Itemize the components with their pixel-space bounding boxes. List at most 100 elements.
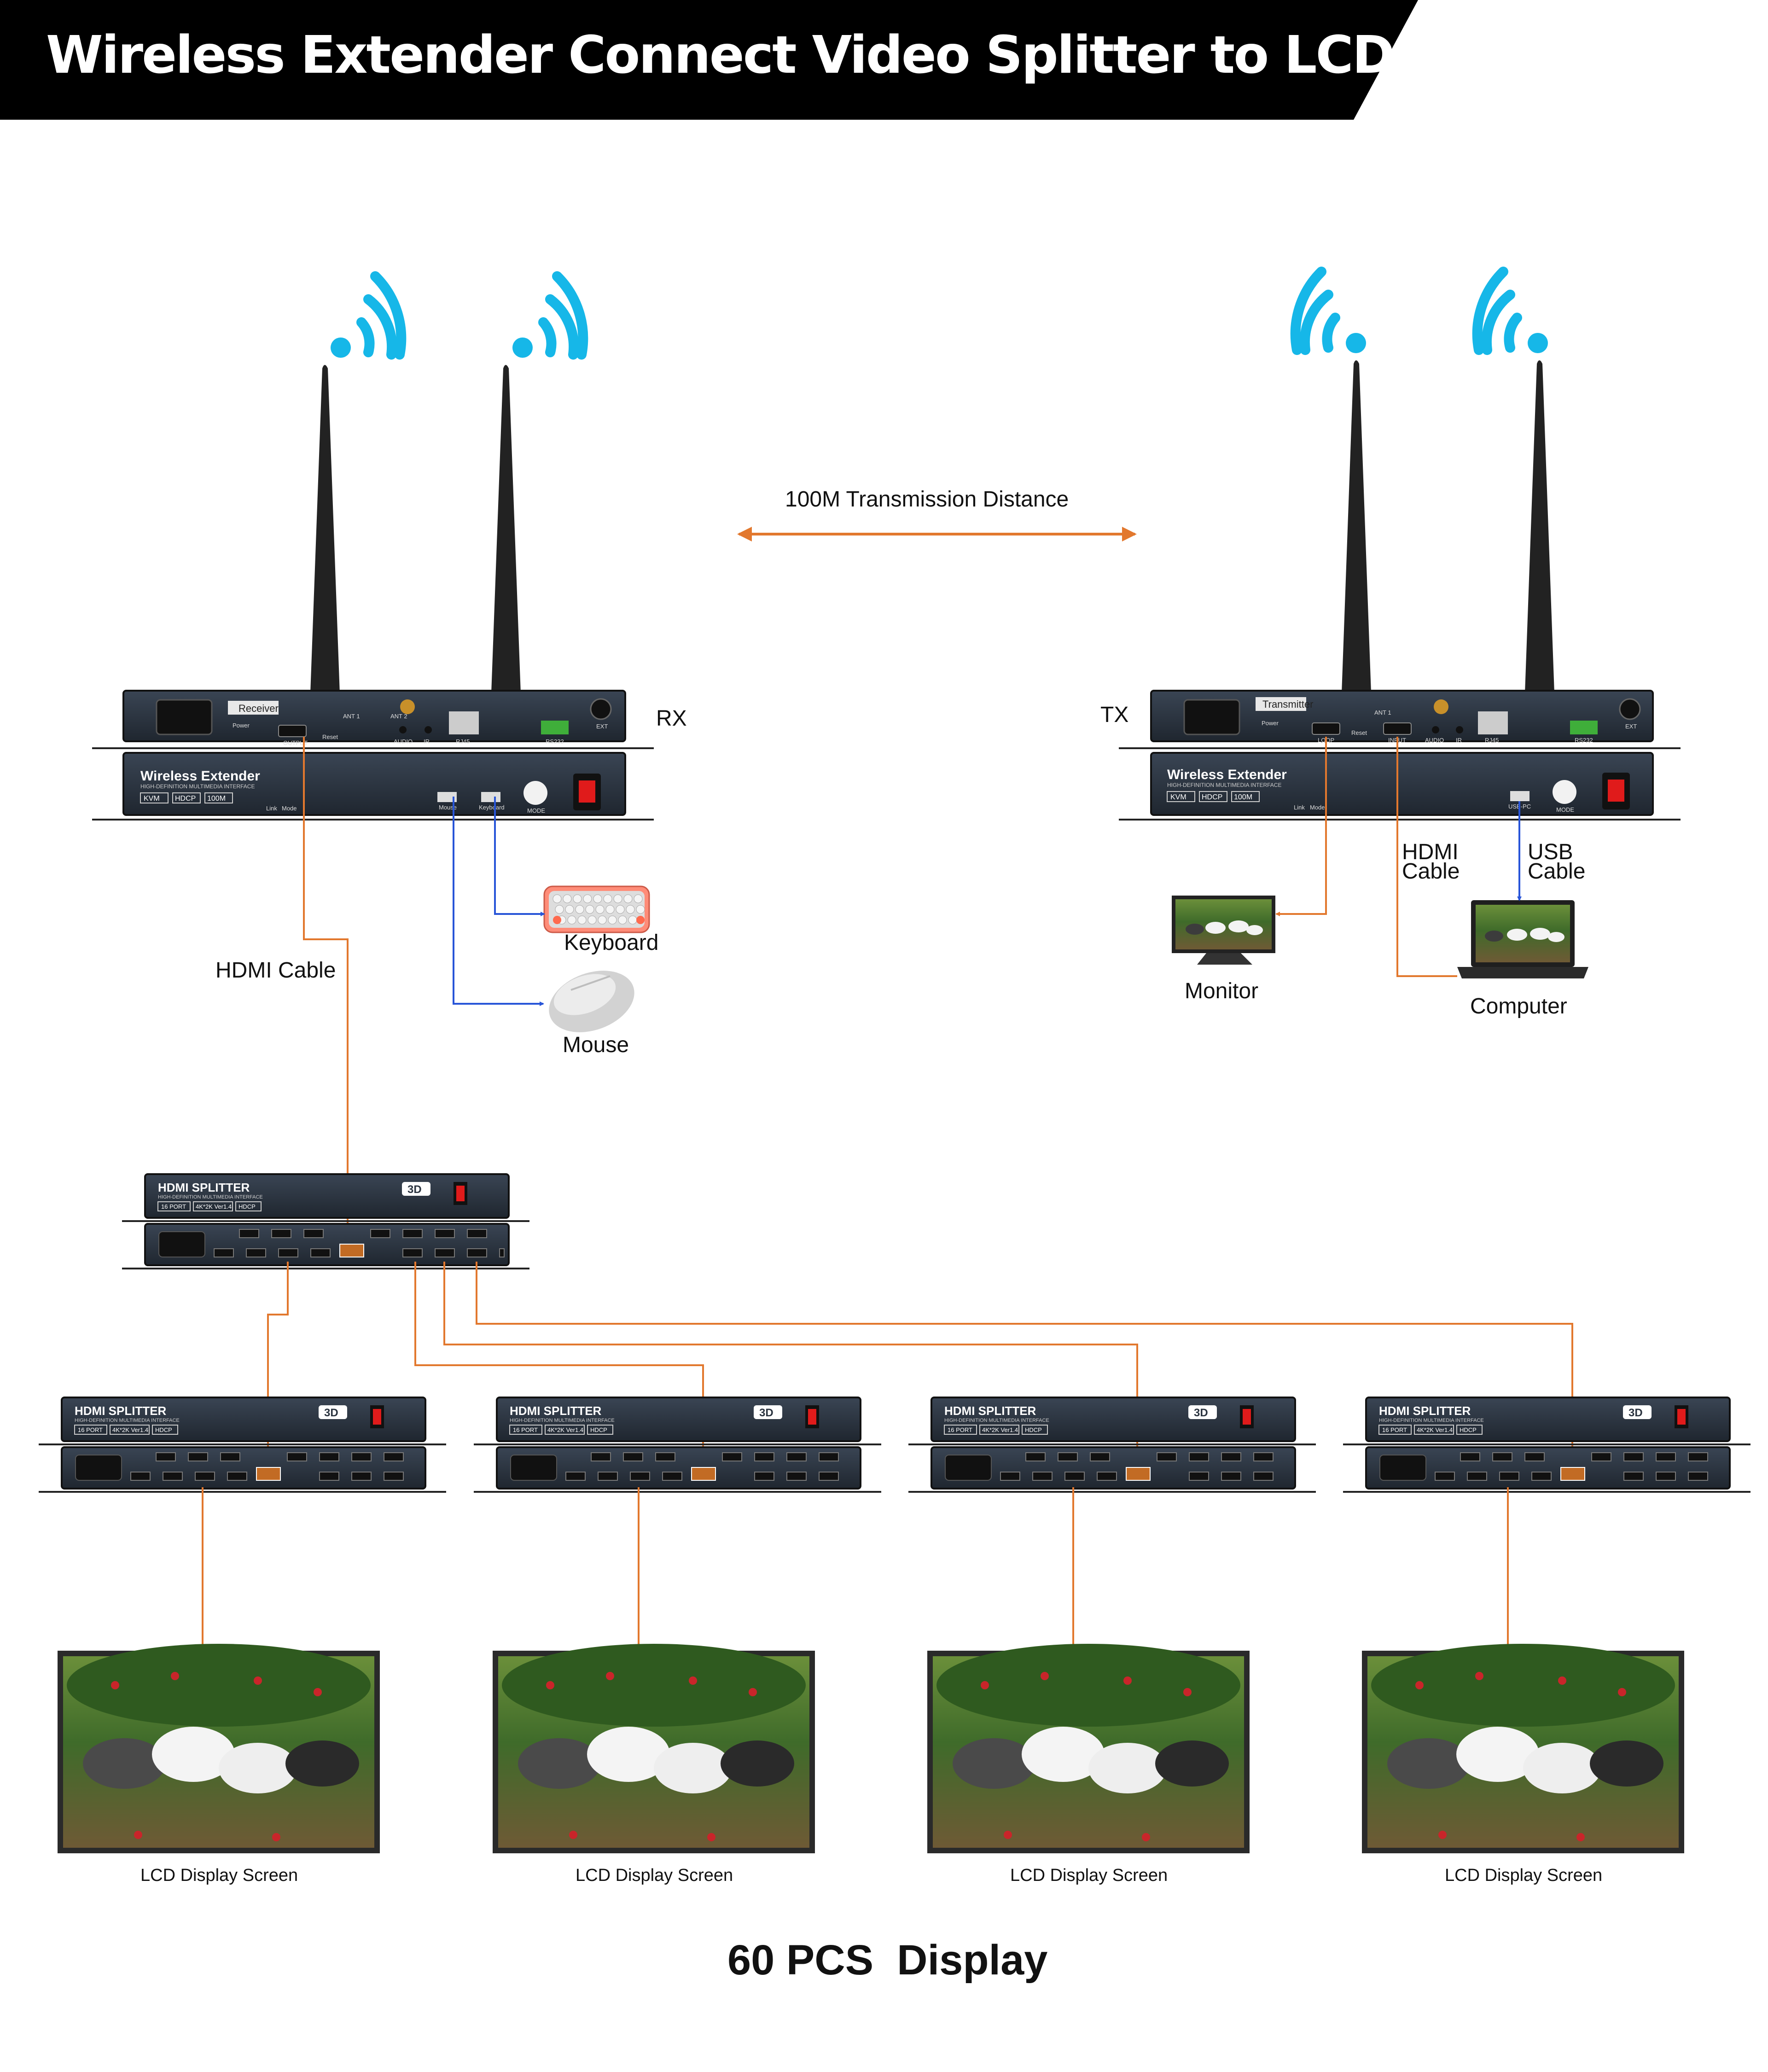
splitter-subtitle: HIGH-DEFINITION MULTIMEDIA INTERFACE [75,1418,180,1423]
rx-device [92,690,654,821]
splitter-subtitle: HIGH-DEFINITION MULTIMEDIA INTERFACE [510,1418,615,1423]
tx-panel-label: Transmitter [1262,698,1313,710]
monitor-icon [1172,896,1275,965]
monitor-label: Monitor [1185,979,1259,1003]
splitter-badge: 4K*2K Ver1.4 [196,1203,232,1210]
wifi-icon [512,271,588,360]
wifi-icon [1472,267,1548,355]
splitter-subtitle: HIGH-DEFINITION MULTIMEDIA INTERFACE [944,1418,1049,1423]
port-label: IR [424,738,430,745]
sub-splitter: HDMI SPLITTER HIGH-DEFINITION MULTIMEDIA… [1343,1397,1751,1493]
rx-front-title: Wireless Extender [140,768,260,784]
port-label: Power [233,722,250,729]
front-label: MODE [527,807,545,814]
port-label: EXT [1625,723,1637,730]
sub-splitter: HDMI SPLITTER HIGH-DEFINITION MULTIMEDIA… [39,1397,446,1493]
splitter-badge: 4K*2K Ver1.4 [1417,1426,1453,1433]
main-splitter [122,1173,529,1269]
tx-usb-cable-label-line1: USB [1528,840,1573,864]
computer-hdmi-cable [1396,737,1457,977]
splitter-badge: 16 PORT [513,1426,538,1433]
tx-port-labels: Power LOOP Reset INPUT ANT 1 AUDIO IR RJ… [1262,709,1637,744]
lcd-display-screen [493,1644,815,1853]
lcd-screen-label: LCD Display Screen [576,1866,733,1885]
splitter-badge: 4K*2K Ver1.4 [547,1426,583,1433]
splitter-badge: HDCP [155,1426,172,1433]
port-label: ANT 2 [390,713,407,720]
front-label: Mode [1310,804,1325,811]
tx-usb-cable-label-line2: Cable [1528,859,1586,884]
splitter-badge: HDCP [590,1426,607,1433]
splitter-badge: 16 PORT [78,1426,103,1433]
port-label: AUDIO [394,738,413,745]
splitter-title: HDMI SPLITTER [944,1404,1036,1418]
rx-front-subtitle: HIGH-DEFINITION MULTIMEDIA INTERFACE [140,783,255,790]
front-label: Mode [282,805,297,812]
tx-badges: KVM HDCP 100M [1167,791,1260,802]
sub-splitter: HDMI SPLITTER HIGH-DEFINITION MULTIMEDIA… [908,1397,1316,1493]
rx-badge: KVM [144,795,160,803]
sub-splitter: HDMI SPLITTER HIGH-DEFINITION MULTIMEDIA… [474,1397,881,1493]
port-label: RS232 [1575,737,1593,744]
tx-hdmi-cable-label-line2: Cable [1402,859,1460,884]
transmission-distance-label: 100M Transmission Distance [785,487,1069,512]
splitter-title: HDMI SPLITTER [1379,1404,1471,1418]
tx-antenna [1341,360,1372,718]
lcd-screen-label: LCD Display Screen [1010,1866,1168,1885]
port-label: EXT [596,723,608,730]
splitter-title: HDMI SPLITTER [75,1404,167,1418]
splitter-3d-logo: 3D [324,1407,338,1419]
splitter-badge: 4K*2K Ver1.4 [982,1426,1018,1433]
splitter-3d-logo: 3D [759,1407,774,1419]
splitter-badge: 4K*2K Ver1.4 [112,1426,148,1433]
front-label: Link [1294,804,1305,811]
port-label: RJ45 [1485,737,1499,744]
front-label: MODE [1556,806,1574,813]
port-label: IR [1456,737,1462,744]
tx-device [1119,690,1681,821]
tx-front-title: Wireless Extender [1167,767,1287,782]
port-label: RJ45 [456,738,470,745]
lcd-screen-label: LCD Display Screen [1445,1866,1603,1885]
port-label: Reset [322,733,338,740]
splitter-3d-logo: 3D [1628,1407,1643,1419]
mouse-icon [549,971,634,1032]
mouse-label: Mouse [563,1033,629,1057]
port-label: OUTPUT [283,739,308,746]
splitter-title: HDMI SPLITTER [158,1181,250,1194]
splitter-subtitle: HIGH-DEFINITION MULTIMEDIA INTERFACE [1379,1418,1484,1423]
splitter-badge: HDCP [1460,1426,1477,1433]
keyboard-icon [543,885,650,933]
keyboard-cable [494,797,545,916]
port-label: RS232 [546,738,564,745]
lcd-display-screen [927,1644,1250,1853]
tx-antenna [1524,360,1555,718]
port-label: AUDIO [1425,737,1444,744]
rx-port-labels: Power OUTPUT Reset ANT 1 ANT 2 AUDIO IR … [233,713,608,746]
tx-badge: 100M [1234,793,1252,801]
rx-badge: 100M [207,795,226,803]
rx-badge: HDCP [175,795,196,803]
wifi-icon [331,271,407,360]
lcd-display-screen [58,1644,380,1853]
lcd-screen-label: LCD Display Screen [140,1866,298,1885]
splitter-title: HDMI SPLITTER [510,1404,602,1418]
splitter-3d-logo: 3D [1194,1407,1208,1419]
computer-label: Computer [1470,994,1567,1019]
wifi-icon [1290,267,1366,355]
splitter-badges: 16 PORT 4K*2K Ver1.4 HDCP [157,1201,262,1211]
rx-panel-label: Receiver [238,703,279,714]
front-label: Mouse [439,804,457,811]
lcd-display-screen [1362,1644,1684,1853]
splitter-badge: HDCP [238,1203,256,1210]
display-count-footer: 60 PCS Display [727,1937,1048,1984]
rx-antenna [490,365,522,718]
rx-hdmi-cable [303,737,349,1250]
front-label: Link [266,805,277,812]
rx-antenna [309,365,341,718]
keyboard-label: Keyboard [564,931,659,955]
mouse-cable [453,797,544,1006]
rx-tag: RX [656,706,687,731]
tx-badge: HDCP [1202,793,1222,801]
